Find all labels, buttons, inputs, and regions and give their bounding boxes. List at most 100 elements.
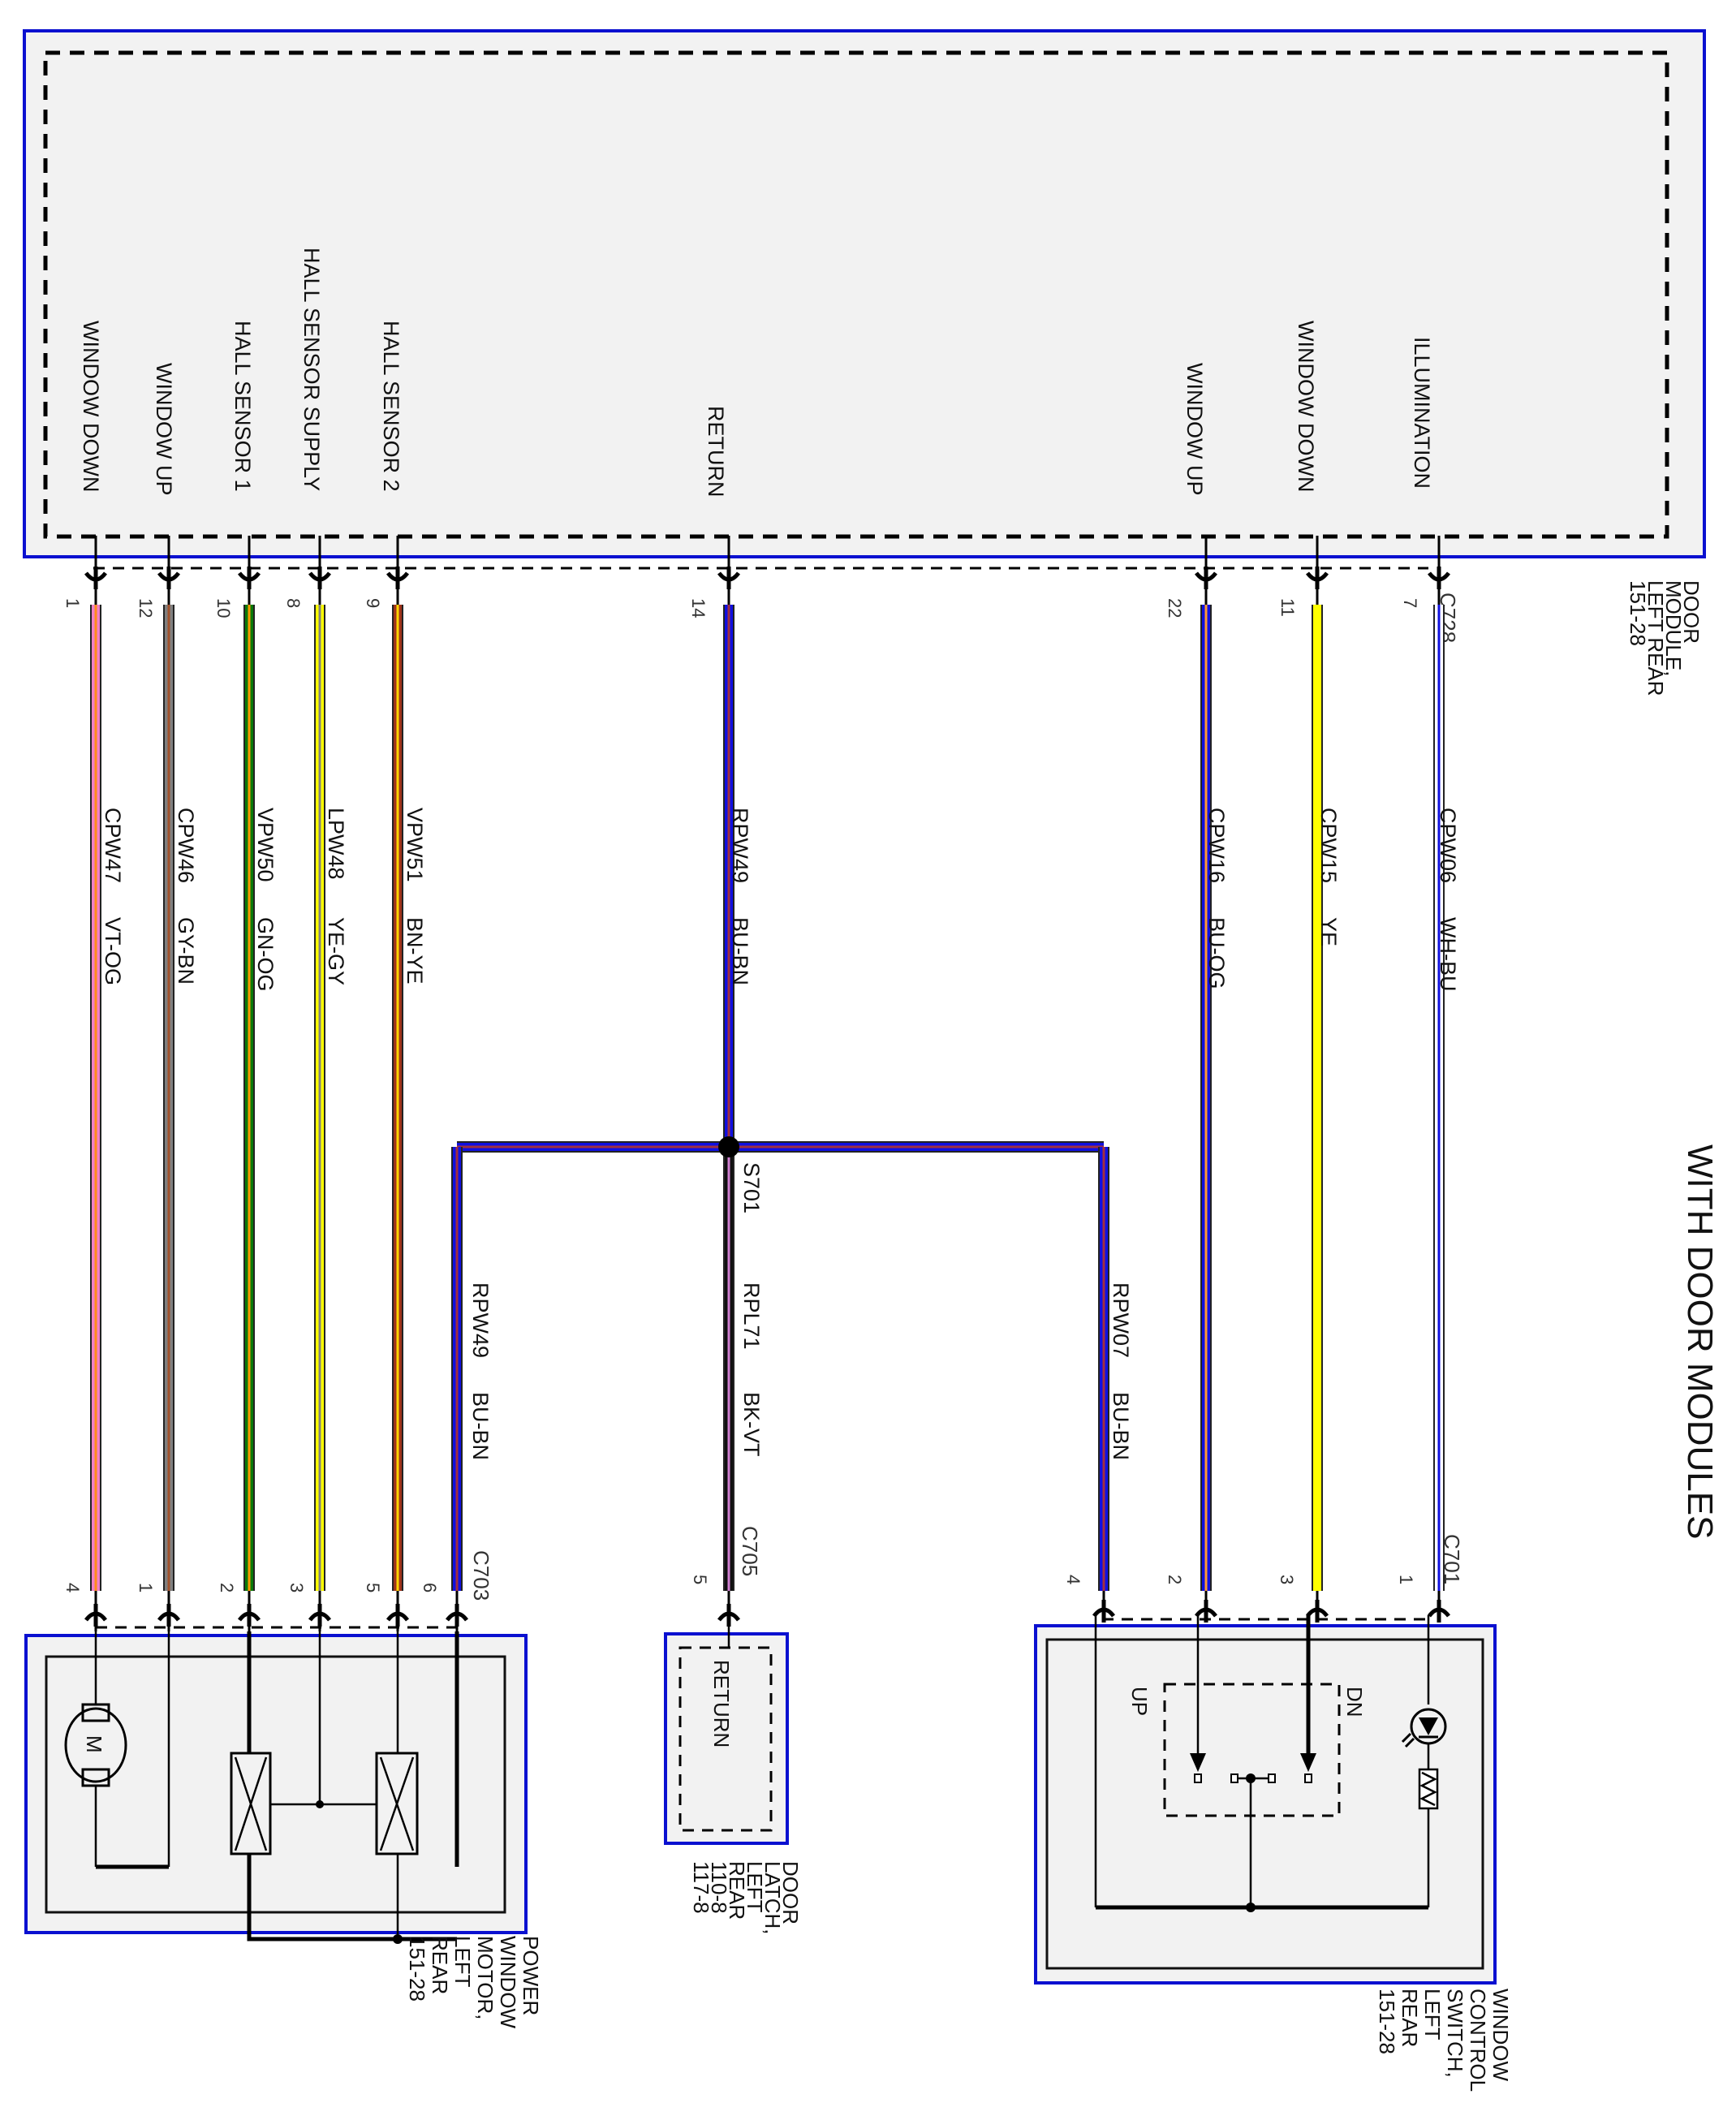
connector-pin-icon: [446, 1604, 468, 1627]
svg-text:WINDOW: WINDOW: [496, 1936, 520, 2029]
connector-pin-icon: [308, 1604, 331, 1627]
connector-pin-icon: [386, 567, 409, 589]
switch-name: WINDOW CONTROL SWITCH, LEFT REAR 151-28: [1375, 1989, 1513, 2092]
svg-text:WINDOW: WINDOW: [1488, 1989, 1513, 2082]
wire-color-label: BU-BN: [728, 917, 752, 985]
wire-color-label: BU-OG: [1204, 917, 1229, 989]
pin-number: 2: [1165, 1575, 1185, 1584]
pin-number: 5: [690, 1575, 710, 1584]
pin-number: 3: [1277, 1575, 1297, 1584]
wire-circuit-label: CPW15: [1316, 808, 1341, 883]
window-control-switch[interactable]: [1034, 1624, 1497, 1985]
pin-number: 2: [217, 1583, 237, 1592]
pin-function-label: RETURN: [704, 406, 728, 498]
pin-number: 12: [136, 598, 156, 618]
pin-number: 11: [1277, 598, 1298, 617]
svg-text:117-8: 117-8: [689, 1861, 713, 1914]
motor-connector-id: C703: [469, 1550, 493, 1601]
motor-icon: M: [64, 1703, 169, 1869]
svg-text:151-28: 151-28: [405, 1936, 429, 2002]
svg-text:LEFT: LEFT: [743, 1861, 767, 1913]
door-module-name-line: DOOR: [1679, 580, 1704, 644]
connector-pin-icon: [1428, 1600, 1450, 1623]
svg-text:REAR: REAR: [1398, 1989, 1422, 2047]
connector-pin-icon: [84, 1604, 107, 1627]
door-module-name-line: 151-28: [1626, 580, 1650, 646]
wire-circuit-label: RPW07: [1109, 1282, 1133, 1358]
wire-circuit-label: CPW46: [174, 808, 198, 883]
diagram-title: WITH DOOR MODULES: [1680, 1144, 1720, 1539]
wire-circuit-label: RPL71: [739, 1282, 764, 1350]
hall-sensor-1-icon: [230, 1752, 272, 1855]
wire-circuit-label: CPW16: [1204, 808, 1229, 883]
svg-text:110-8: 110-8: [707, 1861, 731, 1914]
svg-text:151-28: 151-28: [1375, 1989, 1399, 2054]
wire-circuit-label: CPW47: [101, 808, 125, 883]
door-module-name-line: LEFT REAR: [1643, 580, 1668, 696]
svg-text:MOTOR,: MOTOR,: [473, 1936, 498, 2020]
pin-number: 4: [1063, 1575, 1083, 1584]
up-arrow-icon: [1190, 1753, 1206, 1772]
wire-color-label: WH-BU: [1436, 917, 1460, 991]
splice-node[interactable]: [718, 1136, 739, 1157]
pin-function-label: WINDOW DOWN: [79, 321, 103, 492]
switch-dn-label: DN: [1342, 1687, 1367, 1717]
pin-function-label: ILLUMINATION: [1410, 337, 1434, 489]
wire-color-label: BU-BN: [1109, 1392, 1133, 1460]
svg-text:REAR: REAR: [725, 1861, 749, 1920]
wire-circuit-label: VPW51: [403, 808, 427, 882]
pin-number: 4: [62, 1583, 83, 1592]
pin-function-label: WINDOW UP: [152, 363, 176, 495]
connector-pin-icon: [84, 567, 107, 589]
pin-number: 22: [1165, 598, 1185, 618]
wires: [84, 536, 1450, 1631]
pin-number: 1: [1396, 1575, 1416, 1584]
switch-up-label: UP: [1127, 1687, 1152, 1716]
door-module[interactable]: [23, 29, 1706, 558]
svg-text:REAR: REAR: [428, 1936, 452, 1994]
pin-function-label: HALL SENSOR 2: [379, 321, 403, 492]
connector-pin-icon: [717, 567, 740, 589]
wire-color-label: YE-GY: [324, 917, 348, 985]
resistor-icon: [1418, 1768, 1439, 1810]
connector-pin-icon: [386, 1604, 409, 1627]
door-latch[interactable]: [664, 1632, 789, 1845]
switch-internals: UP DN: [1094, 1615, 1447, 1912]
door-latch-name: DOOR LATCH, LEFT REAR 110-8 117-8: [689, 1861, 803, 1935]
wire-color-label: GN-OG: [253, 917, 278, 992]
wire-color-label: BN-YE: [403, 917, 427, 985]
wire-color-label: BK-VT: [739, 1392, 764, 1457]
pin-function-label: HALL SENSOR SUPPLY: [299, 248, 324, 491]
wire-circuit-label: VPW50: [253, 808, 278, 882]
door-module-name: DOOR MODULE, LEFT REAR 151-28: [1626, 580, 1704, 696]
wire-circuit-label: CPW06: [1436, 808, 1460, 883]
connector-pin-icon: [1306, 567, 1329, 589]
connector-pin-icon: [238, 567, 261, 589]
pin-function-label: WINDOW DOWN: [1294, 321, 1318, 492]
svg-text:LEFT: LEFT: [1420, 1989, 1445, 2041]
svg-text:LEFT: LEFT: [450, 1936, 475, 1988]
pin-function-label: HALL SENSOR 1: [230, 321, 255, 492]
dn-arrow-icon: [1300, 1753, 1316, 1772]
pin-number: 6: [420, 1583, 440, 1592]
pin-number: 3: [286, 1583, 307, 1592]
pin-number: 1: [136, 1583, 156, 1592]
pin-number: 5: [363, 1583, 383, 1592]
svg-text:DOOR: DOOR: [778, 1861, 803, 1924]
led-icon: [1401, 1708, 1447, 1748]
svg-text:CONTROL: CONTROL: [1466, 1989, 1490, 2092]
power-window-motor[interactable]: [24, 1634, 528, 1934]
connector-pin-icon: [1428, 567, 1450, 589]
motor-symbol-label: M: [82, 1735, 106, 1753]
svg-text:SWITCH,: SWITCH,: [1443, 1989, 1467, 2078]
pin-function-label: WINDOW UP: [1182, 363, 1207, 495]
wire-circuit-label: RPW49: [468, 1282, 493, 1358]
pin-number: 9: [363, 598, 383, 608]
connector-pin-icon: [308, 567, 331, 589]
latch-function-label: RETURN: [709, 1660, 734, 1748]
svg-text:POWER: POWER: [519, 1936, 543, 2015]
wire-color-label: GY-BN: [174, 917, 198, 985]
pin-number: 1: [62, 598, 83, 608]
connector-pin-icon: [157, 1604, 180, 1627]
